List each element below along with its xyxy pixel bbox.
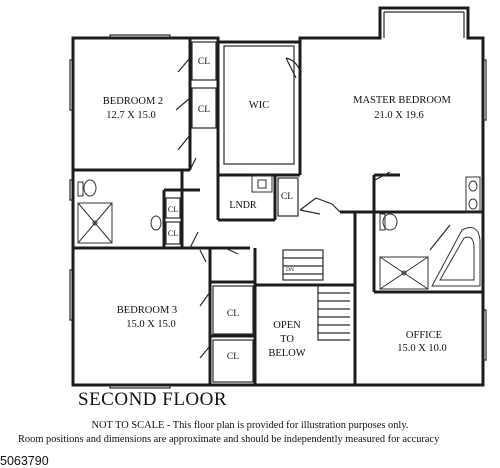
room-labels: BEDROOM 2 12.7 X 15.0 MASTER BEDROOM 21.…	[103, 95, 452, 359]
listing-id: 5063790	[0, 454, 49, 468]
master-name: MASTER BEDROOM	[353, 95, 451, 106]
closet-outlines	[165, 41, 299, 383]
closet-label: CL	[281, 192, 293, 202]
office-name: OFFICE	[406, 330, 442, 341]
bedroom3-dims: 15.0 X 15.0	[126, 319, 176, 330]
windows	[69, 34, 487, 389]
closet-label: CL	[198, 57, 210, 67]
closet-label: CL	[168, 229, 178, 238]
master-dims: 21.0 X 19.6	[374, 110, 424, 121]
office-dims: 15.0 X 10.0	[397, 343, 447, 354]
doors	[175, 57, 451, 359]
open-to-below-line2: TO	[280, 334, 294, 345]
closet-label: CL	[168, 205, 178, 214]
interior-walls	[73, 38, 483, 385]
open-to-below-line1: OPEN	[273, 320, 301, 331]
wic-label: WIC	[249, 100, 269, 111]
closet-labels: CL CL CL CL CL CL CL	[168, 57, 293, 362]
closet-label: CL	[227, 352, 239, 362]
bedroom2-name: BEDROOM 2	[103, 96, 163, 107]
floor-title: SECOND FLOOR	[78, 389, 228, 410]
floor-plan: BEDROOM 2 12.7 X 15.0 MASTER BEDROOM 21.…	[69, 6, 487, 389]
disclaimer-line-2: Room positions and dimensions are approx…	[18, 434, 440, 445]
balcony-rail	[383, 11, 465, 38]
closet-label: CL	[198, 105, 210, 115]
staircase	[282, 249, 350, 341]
bedroom2-dims: 12.7 X 15.0	[106, 110, 156, 121]
disclaimer-line-1: NOT TO SCALE - This floor plan is provid…	[91, 420, 409, 431]
bath-fixtures	[77, 175, 481, 290]
stair-down-label: DN	[286, 267, 294, 273]
closet-label: CL	[227, 309, 239, 319]
open-to-below-line3: BELOW	[268, 348, 305, 359]
bedroom3-name: BEDROOM 3	[117, 305, 177, 316]
laundry-label: LNDR	[229, 200, 257, 211]
